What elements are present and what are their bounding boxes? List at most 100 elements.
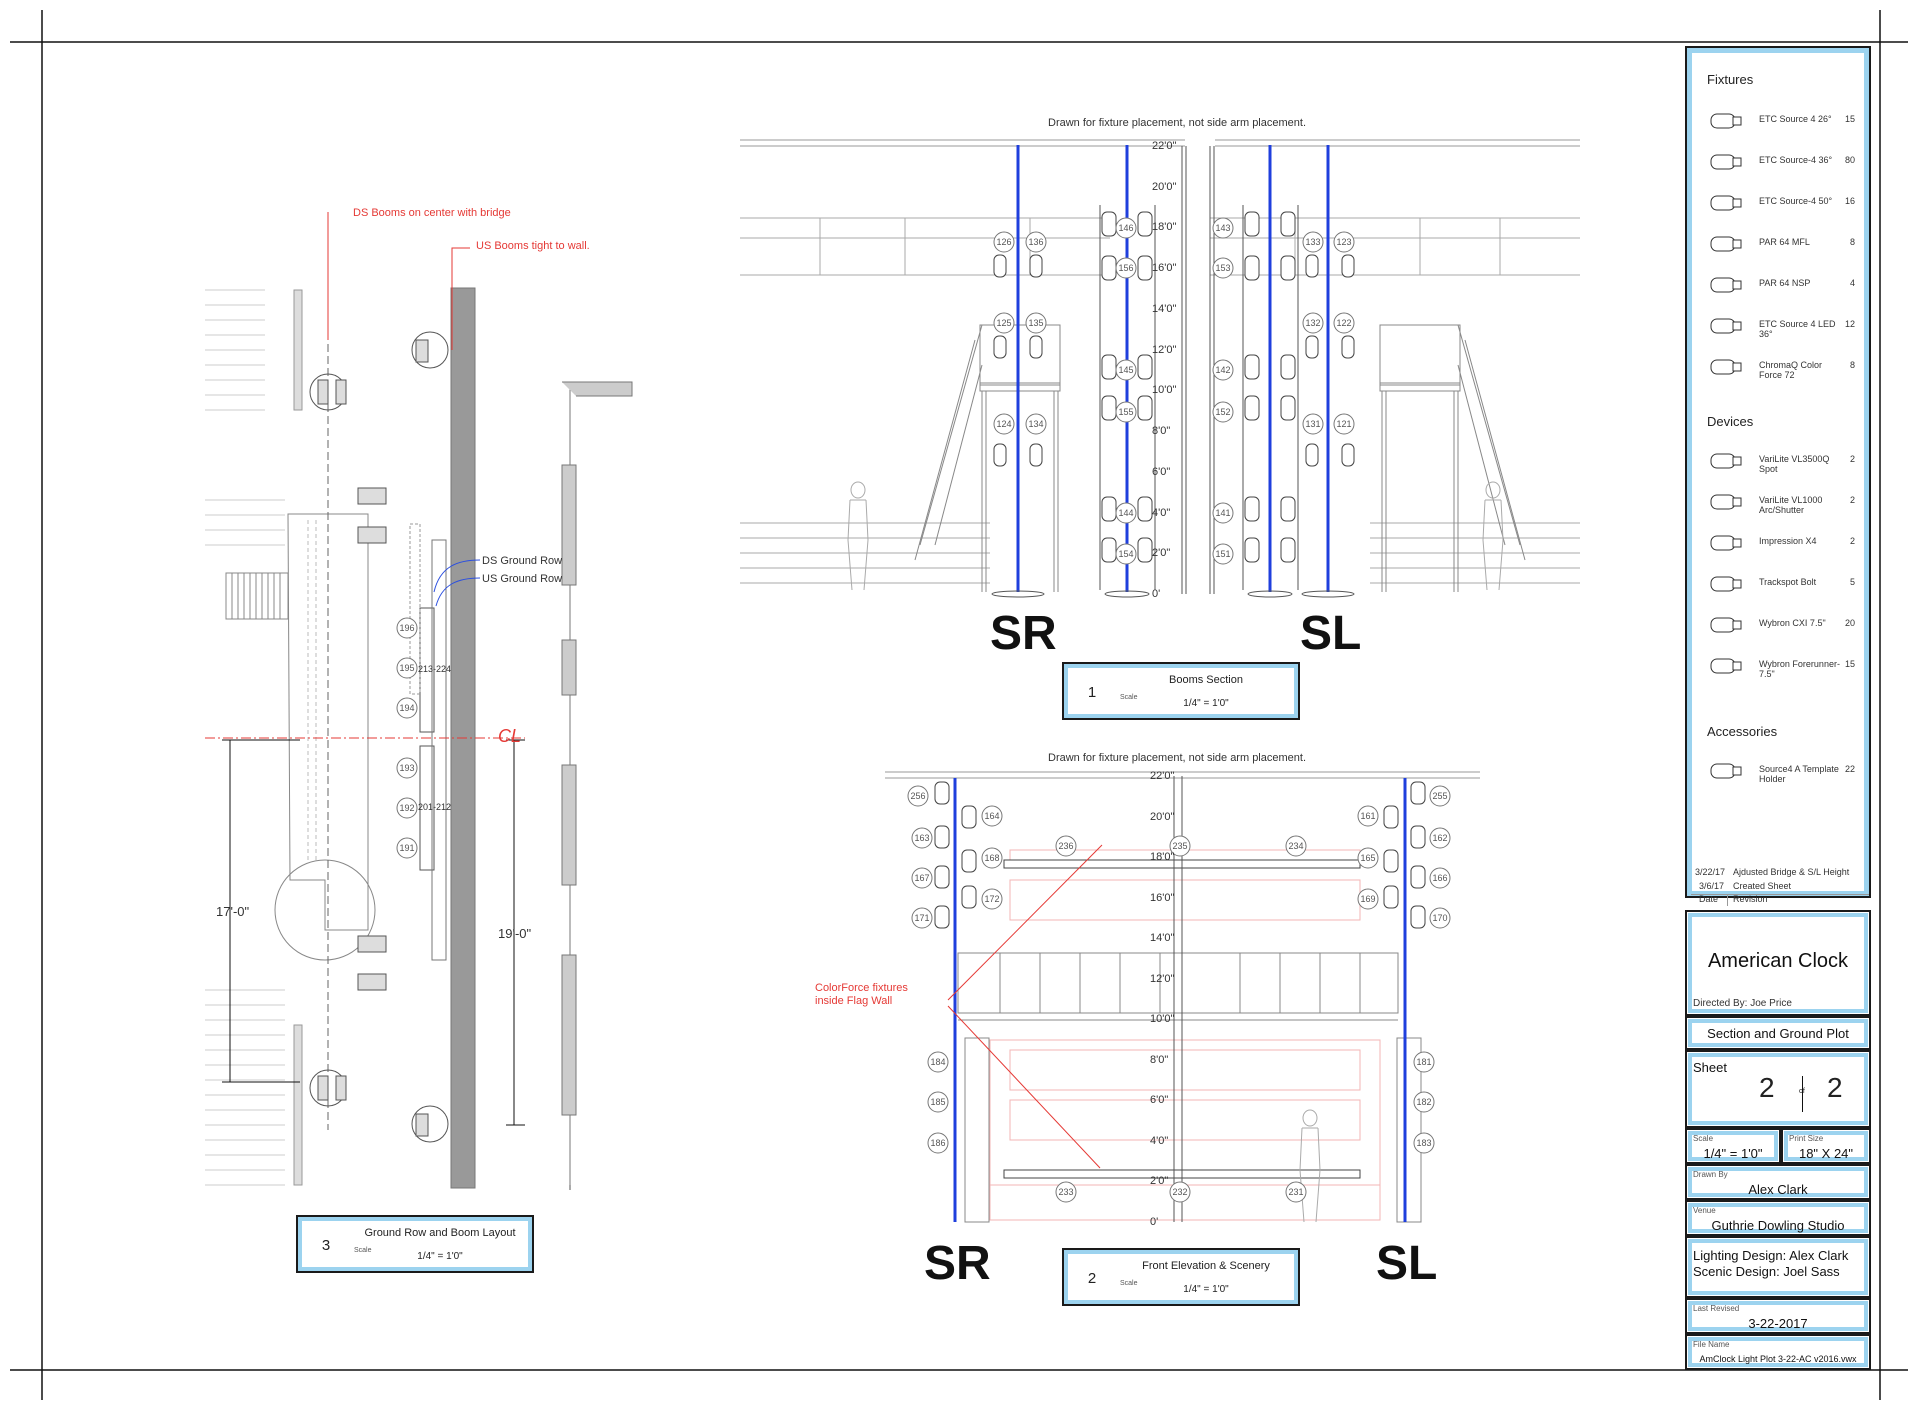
channel-number: 132 — [1305, 318, 1320, 328]
channel-number: 164 — [984, 811, 999, 821]
legend-item-count: 4 — [1849, 278, 1855, 288]
channel-number: 183 — [1416, 1138, 1431, 1148]
height-mark: 14'0" — [1150, 932, 1175, 945]
revision-header-text: Revision — [1733, 894, 1768, 904]
scale-label: Scale — [1120, 694, 1138, 701]
channel-number: 171 — [914, 913, 929, 923]
channel-circle — [396, 797, 418, 819]
front-elevation-note: Drawn for fixture placement, not side ar… — [1048, 752, 1307, 764]
venue-label: Venue — [1693, 1206, 1716, 1215]
channel-circle — [1212, 401, 1234, 423]
channel-number: 233 — [1058, 1187, 1073, 1197]
channel-circle — [993, 231, 1015, 253]
label-ds-ground-row: DS Ground Row — [482, 555, 563, 567]
view-name: Ground Row and Boom Layout — [364, 1227, 516, 1239]
legend-item-count: 8 — [1849, 237, 1855, 247]
last-revised: 3-22-2017 — [1748, 1316, 1808, 1331]
revision-header-date: Date — [1699, 894, 1719, 904]
height-mark: 12'0" — [1150, 972, 1175, 985]
channel-number: 143 — [1215, 223, 1230, 233]
file-name-box: File Name AmClock Light Plot 3-22-AC v20… — [1685, 1334, 1871, 1370]
accessories-header: Accessories — [1707, 724, 1778, 739]
height-mark: 22'0" — [1152, 140, 1177, 152]
channel-number: 170 — [1432, 913, 1447, 923]
devices-header: Devices — [1707, 414, 1754, 429]
channel-circle — [1169, 835, 1191, 857]
channel-circle — [1413, 1132, 1435, 1154]
channel-circle — [1429, 827, 1451, 849]
channel-circle — [1302, 312, 1324, 334]
view-number: 3 — [321, 1236, 331, 1254]
height-mark: 22'0" — [1150, 770, 1175, 782]
revision-text: Ajdusted Bridge & S/L Height — [1733, 867, 1850, 877]
revision-divider-vertical — [1727, 894, 1728, 906]
scenic-design: Scenic Design: Joel Sass — [1693, 1264, 1840, 1279]
channel-number: 168 — [984, 853, 999, 863]
channel-circle — [1302, 231, 1324, 253]
height-mark: 14'0" — [1152, 302, 1177, 315]
height-mark: 8'0" — [1150, 1053, 1169, 1066]
directed-by: Directed By: Joe Price — [1693, 998, 1792, 1009]
channel-number: 152 — [1215, 407, 1230, 417]
file-name-label: File Name — [1693, 1340, 1730, 1349]
scale-value: 1/4" = 1'0" — [1703, 1146, 1763, 1161]
channel-number: 236 — [1058, 841, 1073, 851]
channel-number: 122 — [1336, 318, 1351, 328]
channel-circle — [396, 697, 418, 719]
height-mark: 4'0" — [1150, 1134, 1169, 1147]
channel-circle — [1025, 413, 1047, 435]
channel-number: 154 — [1118, 549, 1133, 559]
legend-item-name: Trackspot Bolt — [1759, 577, 1817, 587]
legend-item-name: ETC Source-4 50° — [1759, 196, 1833, 206]
legend-item-count: 22 — [1844, 764, 1855, 774]
channel-circle — [1357, 847, 1379, 869]
booms-section — [740, 139, 1580, 598]
sheet-label: Sheet — [1693, 1060, 1727, 1075]
channel-circle — [396, 837, 418, 859]
channel-number: 133 — [1305, 237, 1320, 247]
channel-circle — [396, 757, 418, 779]
channel-number: 235 — [1172, 841, 1187, 851]
channel-number: 195 — [399, 663, 414, 673]
height-mark: 10'0" — [1150, 1013, 1175, 1026]
scale-label: Scale — [1120, 1280, 1138, 1287]
note-us-booms: US Booms tight to wall. — [476, 240, 590, 252]
legend-item-name: ETC Source 4 LED 36° — [1759, 319, 1836, 339]
height-mark: 8'0" — [1152, 425, 1171, 438]
height-mark: 20'0" — [1150, 810, 1175, 823]
channel-circle — [993, 312, 1015, 334]
channel-circle — [1115, 502, 1137, 524]
scale-box: Scale 1/4" = 1'0" — [1685, 1128, 1781, 1164]
height-mark: 2'0" — [1152, 547, 1171, 560]
front-elevation — [885, 771, 1480, 1223]
channel-number: 141 — [1215, 508, 1230, 518]
led-ellipsoidal-icon — [1709, 315, 1743, 342]
legend-item-count: 2 — [1849, 536, 1855, 546]
channel-circle — [927, 1051, 949, 1073]
print-size-label: Print Size — [1789, 1134, 1824, 1143]
channel-number: 194 — [399, 703, 414, 713]
template-holder-icon — [1709, 760, 1743, 787]
ellipsoidal-36-icon — [1709, 151, 1743, 178]
venue-box: Venue Guthrie Dowling Studio — [1685, 1200, 1871, 1236]
channel-circle — [993, 413, 1015, 435]
legend-item-name: ETC Source 4 26° — [1759, 114, 1832, 124]
channel-circle — [1333, 312, 1355, 334]
height-mark: 10'0" — [1152, 384, 1177, 397]
channel-number: 167 — [914, 873, 929, 883]
channel-number: 142 — [1215, 365, 1230, 375]
view-scale: 1/4" = 1'0" — [1183, 1284, 1229, 1295]
channel-number: 184 — [930, 1057, 945, 1067]
channel-circle — [1285, 1181, 1307, 1203]
legend-item-name: PAR 64 NSP — [1759, 278, 1811, 288]
channel-circle — [396, 617, 418, 639]
legend-item-name: Source4 A Template Holder — [1759, 764, 1839, 784]
view-number: 1 — [1087, 683, 1097, 701]
print-size-box: Print Size 18" X 24" — [1781, 1128, 1871, 1164]
channel-number: 231 — [1288, 1187, 1303, 1197]
legend-item-name: VariLite VL1000 Arc/Shutter — [1759, 495, 1823, 515]
channel-number: 131 — [1305, 419, 1320, 429]
scale-label: Scale — [354, 1247, 372, 1254]
last-revised-box: Last Revised 3-22-2017 — [1685, 1298, 1871, 1334]
